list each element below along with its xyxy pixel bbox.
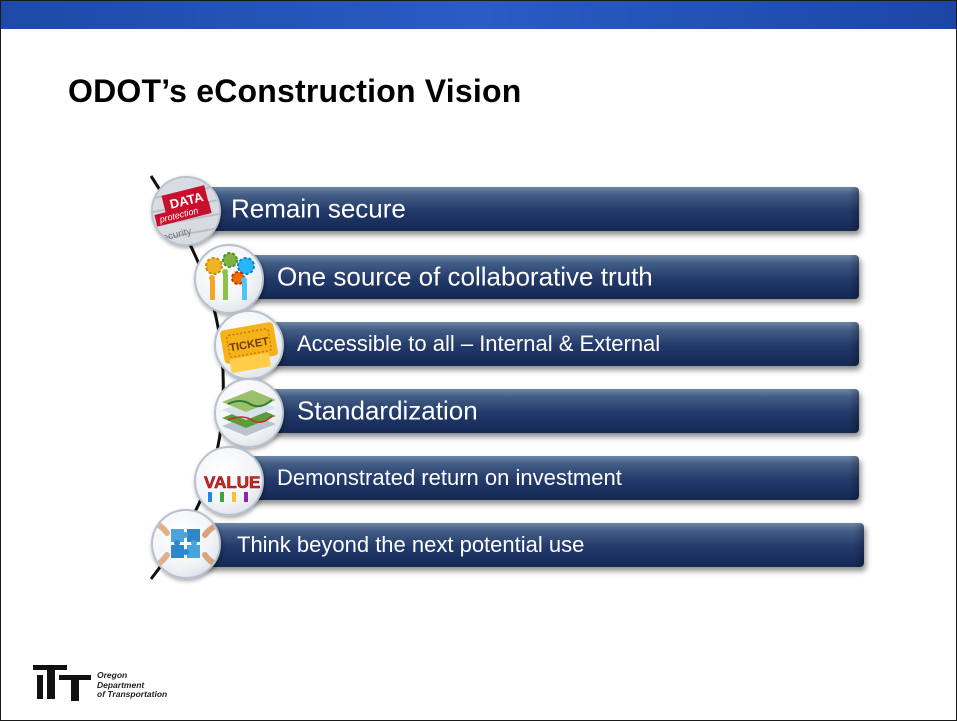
- vision-bar-think-beyond: Think beyond the next potential use: [191, 523, 864, 567]
- logo-line-department: Department: [97, 679, 145, 690]
- value-icon-text: VALUE: [204, 473, 260, 492]
- top-accent-bar: [1, 1, 956, 29]
- ticket-icon: TICKET: [214, 310, 284, 380]
- odot-logo-text: Oregon Department of Transportation: [97, 670, 168, 700]
- value-icon: VALUE: [194, 446, 264, 516]
- logo-line-transportation: of Transportation: [97, 689, 168, 699]
- odot-logo: Oregon Department of Transportation: [31, 661, 231, 711]
- puzzle-hands-icon: [151, 509, 221, 579]
- vision-label-accessible: Accessible to all – Internal & External: [297, 331, 661, 356]
- vision-bar-remain-secure: Remain secure: [191, 187, 859, 231]
- vision-label-think-beyond: Think beyond the next potential use: [237, 532, 585, 557]
- collaboration-gears-icon: [194, 244, 264, 314]
- logo-line-oregon: Oregon: [97, 670, 128, 680]
- data-protection-icon: DATA protection security: [151, 176, 221, 246]
- odot-logo-mark-icon: [33, 665, 91, 701]
- vision-bar-accessible: Accessible to all – Internal & External: [251, 322, 859, 366]
- vision-label-standardization: Standardization: [297, 395, 478, 426]
- vision-label-roi: Demonstrated return on investment: [277, 465, 622, 490]
- vision-label-collaborative-truth: One source of collaborative truth: [277, 261, 653, 292]
- slide-title: ODOT’s eConstruction Vision: [68, 73, 522, 109]
- vision-bar-roi: Demonstrated return on investment: [231, 456, 859, 500]
- vision-bar-standardization: Standardization: [251, 389, 859, 433]
- vision-bar-collaborative-truth: One source of collaborative truth: [231, 255, 859, 299]
- layered-map-icon: [214, 378, 284, 448]
- vision-label-remain-secure: Remain secure: [231, 193, 406, 224]
